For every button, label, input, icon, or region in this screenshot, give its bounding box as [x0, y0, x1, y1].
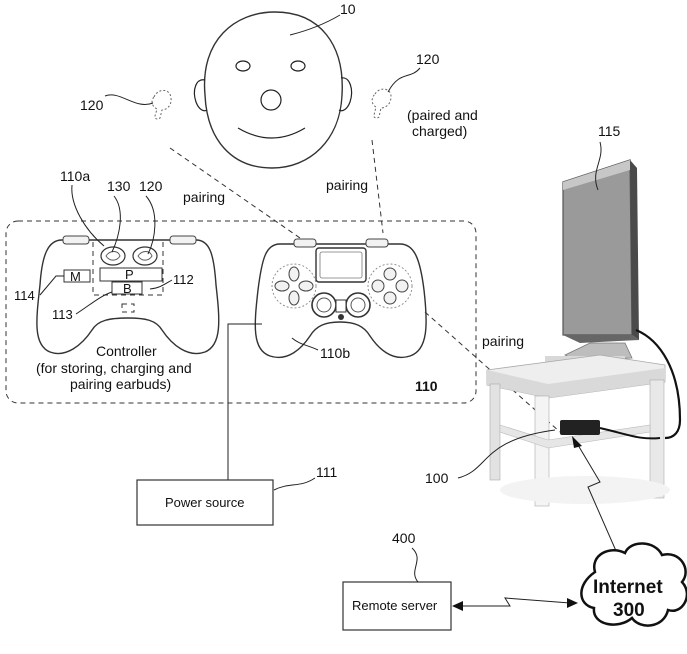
internet-number: 300: [613, 600, 645, 621]
power-source-box: [136, 479, 274, 526]
controller-title: Controller: [96, 343, 157, 359]
mouth: [237, 127, 306, 139]
console-ref-label: 100: [425, 470, 449, 486]
server-ref-label: 400: [392, 530, 416, 546]
earbud-status-line2: charged): [412, 123, 467, 139]
controller-storage: P B M: [36, 235, 220, 355]
internet-label: Internet: [593, 577, 663, 598]
controller-desc-line2: pairing earbuds): [70, 376, 171, 392]
right-eye: [290, 60, 306, 72]
pairing-right-label: pairing: [326, 177, 368, 193]
controller-game: [254, 238, 427, 359]
link-server-internet: [458, 597, 571, 607]
user-ref-label: 10: [340, 1, 356, 17]
controller-desc-line1: (for storing, charging and: [36, 360, 192, 376]
power-ref-label: 111: [316, 464, 337, 480]
b-box: [111, 281, 143, 295]
power-cable: [227, 323, 262, 480]
remote-server-box: [342, 581, 452, 631]
internet-cloud: [580, 542, 687, 627]
user-face: [193, 11, 353, 169]
link-console-internet: [574, 439, 621, 561]
tv-table: [486, 354, 670, 507]
pairing-line-right: [371, 139, 384, 234]
earbud-right-ref: 120: [416, 51, 440, 67]
pairing-tv-label: pairing: [482, 333, 524, 349]
touchpad: [315, 247, 367, 283]
television: [545, 159, 639, 362]
b-label: B: [123, 281, 132, 296]
m-label: M: [70, 269, 81, 284]
ctrl-b-ref: 110b: [320, 345, 350, 361]
group-ref-label: 110: [415, 378, 438, 394]
earbud-left-ref: 120: [80, 97, 104, 113]
tv-ref-label: 115: [598, 123, 621, 139]
ref-113-label: 113: [52, 307, 73, 322]
earbud-right: [371, 88, 392, 119]
ctrl-130-ref: 130: [107, 178, 131, 194]
ctrl-a-ref: 110a: [60, 168, 90, 184]
power-source-label: Power source: [165, 495, 244, 510]
game-console: [560, 420, 600, 435]
earbud-left: [151, 89, 172, 120]
left-eye: [235, 60, 251, 72]
ref-114-label: 114: [14, 288, 35, 303]
p-box: [99, 267, 163, 282]
p-label: P: [125, 267, 134, 282]
ctrl-120-ref: 120: [139, 178, 163, 194]
nose: [260, 89, 282, 111]
ref-112-label: 112: [173, 272, 194, 287]
controller-group-box: [5, 220, 477, 404]
pairing-left-label: pairing: [183, 189, 225, 205]
earbud-status-line1: (paired and: [407, 107, 478, 123]
remote-server-label: Remote server: [352, 598, 438, 613]
